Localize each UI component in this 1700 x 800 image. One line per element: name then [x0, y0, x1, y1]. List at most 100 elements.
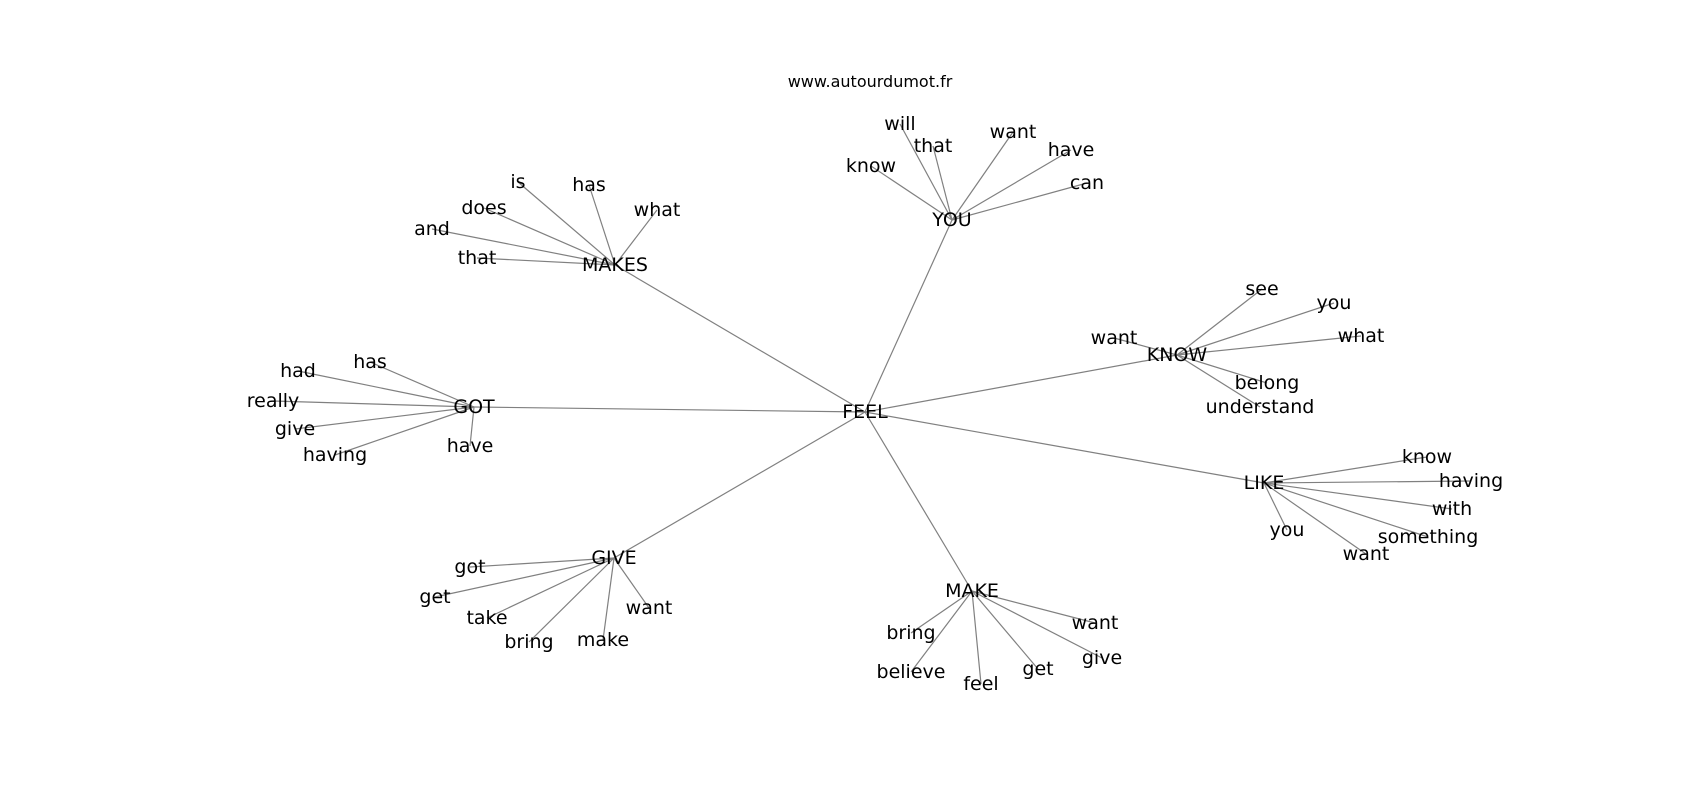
node-leaf-you-that: that: [914, 135, 953, 157]
node-leaf-give-take: take: [466, 607, 507, 629]
edge-make-bring: [910, 590, 973, 634]
edge-like-you: [1263, 482, 1288, 531]
node-leaf-make-get: get: [1022, 658, 1053, 680]
edge-give-got: [469, 557, 615, 568]
edge-you-have: [951, 149, 1072, 221]
edge-got-really: [272, 400, 475, 408]
edge-center-give: [613, 411, 866, 559]
edge-like-know: [1263, 456, 1428, 484]
edge-makes-is: [517, 181, 616, 266]
node-leaf-like-know: know: [1402, 446, 1452, 468]
edge-make-get: [971, 590, 1039, 670]
node-hub-give: GIVE: [591, 547, 636, 569]
node-leaf-make-give: give: [1082, 647, 1122, 669]
node-leaf-got-had: had: [280, 360, 316, 382]
node-hub-makes: MAKES: [582, 254, 648, 276]
node-leaf-make-bring: bring: [886, 622, 935, 644]
edge-make-feel: [971, 590, 982, 685]
node-leaf-makes-is: is: [510, 171, 525, 193]
edge-give-bring: [528, 557, 615, 643]
edge-make-believe: [910, 590, 973, 673]
node-hub-like: LIKE: [1244, 472, 1285, 494]
node-leaf-makes-has: has: [572, 174, 606, 196]
edge-makes-does: [483, 207, 616, 266]
edge-know-understand: [1176, 354, 1261, 408]
edge-makes-and: [431, 228, 616, 266]
edge-center-makes: [614, 264, 866, 413]
edge-makes-what: [614, 209, 658, 266]
node-leaf-makes-does: does: [461, 197, 506, 219]
node-leaf-give-make: make: [577, 629, 629, 651]
edge-you-know: [870, 165, 953, 221]
node-hub-make: MAKE: [945, 580, 999, 602]
node-leaf-like-want: want: [1343, 543, 1390, 565]
edge-know-want: [1113, 337, 1178, 356]
edge-like-having: [1263, 480, 1472, 484]
edge-you-can: [951, 182, 1088, 221]
node-leaf-got-give: give: [275, 418, 315, 440]
edge-you-will: [899, 123, 953, 221]
watermark: www.autourdumot.fr: [788, 72, 953, 91]
edge-like-with: [1263, 482, 1453, 510]
edge-got-having: [334, 406, 475, 456]
node-leaf-give-want: want: [626, 597, 673, 619]
node-leaf-like-having: having: [1439, 470, 1503, 492]
edges: [272, 123, 1472, 685]
node-leaf-got-having: having: [303, 444, 367, 466]
node-leaf-you-will: will: [884, 113, 915, 135]
node-leaf-know-what: what: [1338, 325, 1385, 347]
edge-got-give: [294, 406, 475, 430]
edge-makes-has: [588, 184, 616, 266]
edge-you-that: [932, 145, 953, 221]
node-leaf-give-bring: bring: [504, 631, 553, 653]
edge-know-belong: [1176, 354, 1268, 384]
edge-give-get: [434, 557, 615, 598]
node-leaf-got-have: have: [447, 435, 494, 457]
node-leaf-make-believe: believe: [877, 661, 946, 683]
edge-got-has: [369, 361, 475, 408]
node-leaf-makes-what: what: [634, 199, 681, 221]
edge-center-you: [864, 219, 953, 413]
edge-center-like: [864, 411, 1265, 484]
node-leaf-know-see: see: [1245, 278, 1278, 300]
node-hub-know: KNOW: [1147, 344, 1208, 366]
edge-got-have: [469, 406, 475, 447]
node-leaf-like-you: you: [1270, 519, 1305, 541]
edge-like-something: [1263, 482, 1429, 538]
node-leaf-make-feel: feel: [963, 673, 998, 695]
node-leaf-makes-that: that: [458, 247, 497, 269]
edge-know-see: [1176, 288, 1263, 356]
edge-know-what: [1176, 335, 1362, 356]
edge-make-want: [971, 590, 1096, 624]
edge-give-make: [602, 557, 615, 641]
node-leaf-got-has: has: [353, 351, 387, 373]
edge-got-had: [297, 370, 475, 408]
node-leaf-know-belong: belong: [1235, 372, 1300, 394]
edge-center-make: [864, 411, 973, 592]
node-center: FEEL: [842, 401, 888, 423]
edge-make-give: [971, 590, 1103, 659]
node-leaf-give-get: get: [419, 586, 450, 608]
node-leaf-you-can: can: [1070, 172, 1104, 194]
node-leaf-know-understand: understand: [1206, 396, 1315, 418]
edge-makes-that: [476, 257, 616, 266]
node-leaf-make-want: want: [1072, 612, 1119, 634]
node-hub-got: GOT: [453, 396, 495, 418]
node-leaf-like-something: something: [1378, 526, 1479, 548]
node-leaf-give-got: got: [454, 556, 485, 578]
edge-like-want: [1263, 482, 1367, 555]
edge-center-know: [864, 354, 1178, 413]
edge-you-want: [951, 131, 1014, 221]
node-leaf-makes-and: and: [414, 218, 450, 240]
node-leaf-know-you: you: [1317, 292, 1352, 314]
node-leaf-you-know: know: [846, 155, 896, 177]
edge-know-you: [1176, 302, 1335, 356]
node-leaf-know-want: want: [1091, 327, 1138, 349]
edge-give-want: [613, 557, 650, 609]
edge-give-take: [486, 557, 615, 619]
node-leaf-you-have: have: [1048, 139, 1095, 161]
node-leaf-you-want: want: [990, 121, 1037, 143]
node-leaf-like-with: with: [1432, 498, 1472, 520]
